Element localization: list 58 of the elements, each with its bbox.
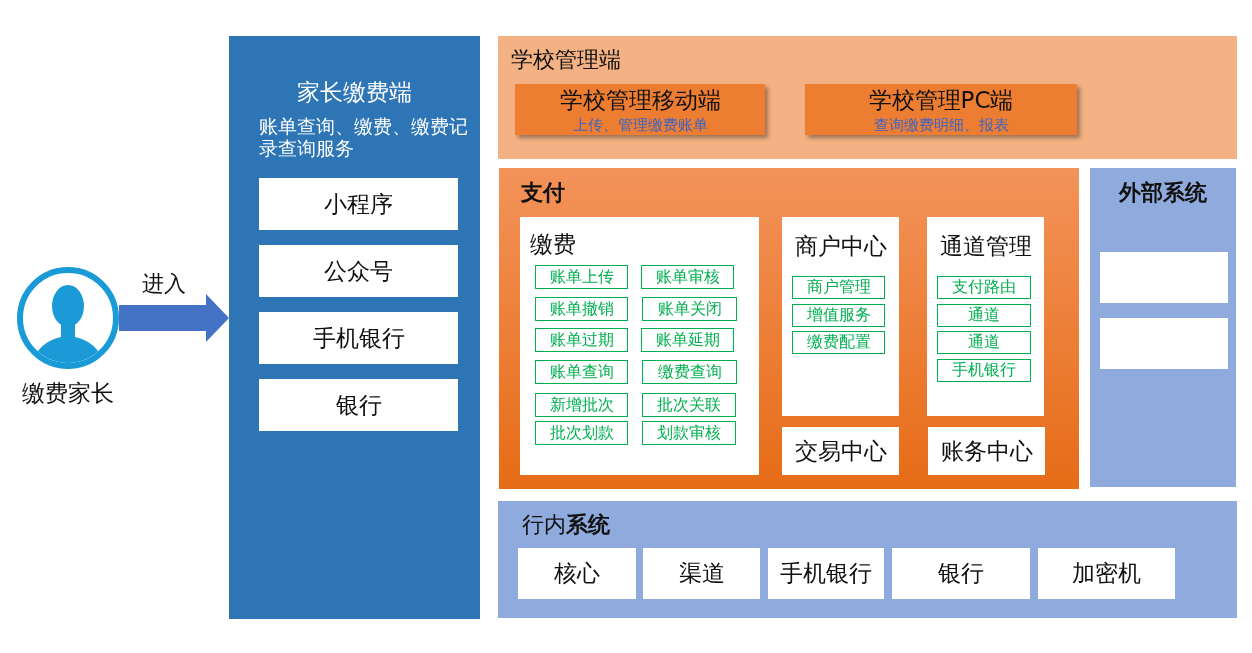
module-panel [782, 217, 899, 416]
panel-title: 外部系统 [1119, 179, 1207, 207]
feature-box: 通道 [937, 331, 1031, 354]
feature-box: 商户管理 [792, 276, 885, 299]
feature-box: 增值服务 [792, 304, 885, 327]
module-box: 手机银行 [259, 312, 458, 364]
module-box: 小程序 [259, 178, 458, 230]
module-box: 公众号 [259, 245, 458, 297]
panel-title: 行内系统 [522, 511, 610, 539]
feature-box: 缴费查询 [642, 360, 737, 384]
panel [1090, 168, 1236, 487]
app-description: 上传、管理缴费账单 [572, 116, 708, 134]
feature-box: 账单上传 [535, 265, 628, 289]
module-box: 银行 [259, 379, 458, 431]
app-title: 学校管理PC端 [868, 86, 1014, 114]
module-title: 缴费 [530, 230, 576, 258]
panel [498, 501, 1237, 618]
module-box: 加密机 [1038, 548, 1175, 599]
module-box: 核心 [518, 548, 636, 599]
app-description: 查询缴费明细、报表 [873, 116, 1009, 134]
feature-box: 批次划款 [535, 421, 628, 445]
feature-box: 账单审核 [641, 265, 734, 289]
module-title: 商户中心 [794, 232, 887, 260]
panel-title: 家长缴费端 [297, 78, 412, 106]
module-box: 账务中心 [928, 427, 1045, 475]
feature-box: 手机银行 [937, 359, 1031, 382]
module-box: 银行 [892, 548, 1030, 599]
panel [499, 168, 1079, 489]
module-box: 渠道 [643, 548, 760, 599]
app-box [515, 84, 765, 135]
panel [229, 36, 480, 619]
feature-box: 账单过期 [535, 328, 628, 352]
app-title: 学校管理移动端 [559, 86, 721, 114]
feature-box: 批次关联 [642, 393, 736, 417]
person-label: 缴费家长 [22, 379, 114, 407]
edge-label: 进入 [142, 270, 186, 298]
feature-box: 通道 [937, 304, 1031, 327]
empty-box [1100, 318, 1228, 369]
module-box: 交易中心 [782, 427, 899, 475]
empty-box [1100, 252, 1228, 303]
feature-box: 账单撤销 [535, 297, 628, 321]
panel [498, 36, 1237, 159]
module-box: 手机银行 [768, 548, 884, 599]
feature-box: 支付路由 [937, 276, 1031, 299]
panel-title: 支付 [521, 179, 565, 207]
panel-title: 学校管理端 [511, 46, 621, 74]
feature-box: 划款审核 [642, 421, 736, 445]
app-box [805, 84, 1077, 135]
feature-box: 账单延期 [641, 328, 734, 352]
arrow [119, 294, 229, 342]
module-title: 通道管理 [939, 232, 1032, 260]
feature-box: 新增批次 [535, 393, 628, 417]
feature-box: 缴费配置 [792, 331, 885, 354]
module-panel [927, 217, 1044, 416]
module-panel [520, 217, 759, 475]
panel-description: 账单查询、缴费、缴费记录查询服务 [259, 116, 469, 160]
feature-box: 账单关闭 [642, 297, 737, 321]
feature-box: 账单查询 [535, 360, 628, 384]
